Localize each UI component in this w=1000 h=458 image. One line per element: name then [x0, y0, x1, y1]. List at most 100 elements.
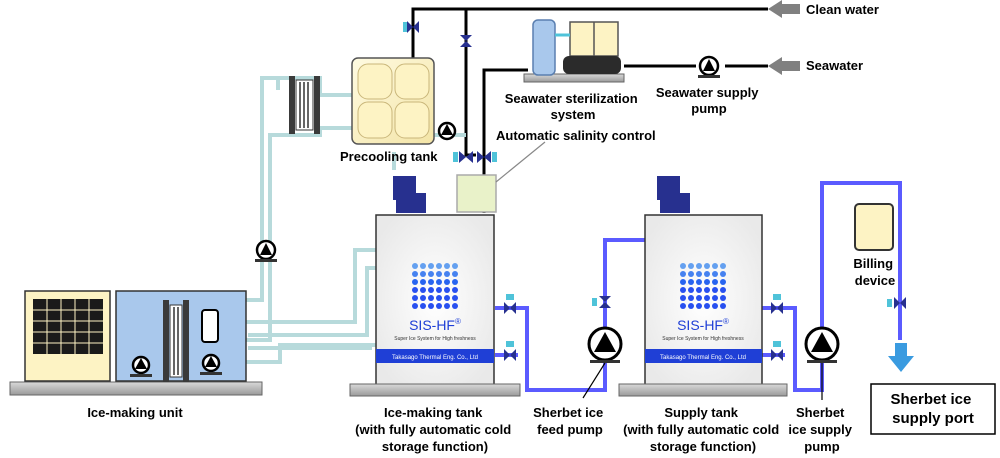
logo-dot	[412, 263, 418, 269]
logo-dot	[452, 295, 458, 301]
unit-pump-icon	[200, 353, 222, 375]
logo-dot	[444, 303, 450, 309]
logo-dot	[436, 271, 442, 277]
logo-dot	[444, 263, 450, 269]
clean-water-arrow	[768, 0, 800, 18]
logo-dot	[680, 287, 686, 293]
logo-dot	[704, 271, 710, 277]
unit-pump-icon	[130, 355, 152, 377]
logo-dot	[436, 279, 442, 285]
logo-dot	[436, 295, 442, 301]
billing-device-label: Billing device	[853, 256, 896, 288]
logo-dot	[412, 303, 418, 309]
logo-dot	[444, 271, 450, 277]
logo-dot	[720, 263, 726, 269]
seawater-sterilization-system	[523, 19, 625, 83]
logo-dot	[428, 271, 434, 277]
logo-dot	[420, 303, 426, 309]
logo-dot	[428, 263, 434, 269]
valve-icon	[504, 294, 516, 314]
sis-logo-text: SIS-HF®	[677, 317, 729, 333]
logo-dot	[452, 279, 458, 285]
logo-dot	[420, 263, 426, 269]
logo-dot	[696, 287, 702, 293]
logo-dot	[704, 295, 710, 301]
logo-dot	[712, 287, 718, 293]
logo-dot	[712, 279, 718, 285]
maker-text: Takasago Thermal Eng. Co., Ltd	[392, 355, 478, 361]
logo-dot	[720, 279, 726, 285]
salinity-control-label: Automatic salinity control	[496, 128, 656, 143]
logo-dot	[412, 287, 418, 293]
seawater-supply-pump-label: Seawater supply pump	[656, 85, 762, 116]
logo-dot	[428, 287, 434, 293]
sis-tagline: Super Ice System for High freshness	[662, 336, 744, 342]
logo-dot	[428, 295, 434, 301]
logo-dot	[720, 295, 726, 301]
seawater-label: Seawater	[806, 58, 863, 73]
logo-dot	[704, 279, 710, 285]
logo-dot	[720, 271, 726, 277]
logo-dot	[412, 295, 418, 301]
logo-dot	[452, 263, 458, 269]
logo-dot	[444, 287, 450, 293]
ice-making-tank-label: Ice-making tank (with fully automatic co…	[355, 405, 515, 454]
valve-icon	[504, 341, 516, 361]
logo-dot	[688, 263, 694, 269]
logo-dot	[712, 271, 718, 277]
billing-device	[854, 203, 894, 251]
sis-logo-text: SIS-HF®	[409, 317, 461, 333]
logo-dot	[436, 303, 442, 309]
logo-dot	[412, 271, 418, 277]
logo-dot	[428, 279, 434, 285]
logo-dot	[420, 271, 426, 277]
logo-dot	[444, 279, 450, 285]
sherbet-ice-supply-port	[870, 383, 996, 435]
valve-icon	[477, 151, 497, 163]
logo-dot	[688, 295, 694, 301]
logo-dot	[696, 295, 702, 301]
logo-dot	[436, 287, 442, 293]
unit-grill	[33, 299, 103, 354]
seawater-supply-pump-icon	[698, 55, 720, 78]
logo-dot	[452, 287, 458, 293]
logo-dot	[412, 279, 418, 285]
logo-dot	[420, 279, 426, 285]
logo-dot	[688, 287, 694, 293]
clean-water-label: Clean water	[806, 2, 879, 17]
logo-dot	[452, 271, 458, 277]
logo-dot	[720, 303, 726, 309]
seawater-arrow	[768, 57, 800, 75]
logo-dot	[688, 303, 694, 309]
valve-icon	[771, 341, 783, 361]
ice-making-tank: SIS-HF® Super Ice System for High freshn…	[349, 176, 521, 397]
supply-tank: SIS-HF® Super Ice System for High freshn…	[618, 176, 788, 397]
valve-icon	[592, 296, 611, 308]
supply-down-arrow	[888, 343, 914, 372]
ice-making-unit-label: Ice-making unit	[87, 405, 183, 420]
heat-exchanger-icon	[289, 76, 320, 134]
precooling-pump-icon	[437, 121, 457, 141]
valve-icon	[403, 21, 419, 33]
logo-dot	[704, 287, 710, 293]
maker-text: Takasago Thermal Eng. Co., Ltd	[660, 355, 746, 361]
logo-dot	[688, 271, 694, 277]
logo-dot	[712, 295, 718, 301]
sherbet-ice-supply-pump-icon	[804, 326, 840, 400]
logo-dot	[704, 303, 710, 309]
logo-dot	[420, 287, 426, 293]
logo-dot	[680, 295, 686, 301]
sis-tagline: Super Ice System for High freshness	[394, 336, 476, 342]
logo-dot	[444, 295, 450, 301]
logo-dot	[712, 263, 718, 269]
logo-dot	[680, 271, 686, 277]
logo-dot	[688, 279, 694, 285]
ice-making-unit	[9, 290, 263, 396]
logo-dot	[452, 303, 458, 309]
logo-dot	[696, 279, 702, 285]
logo-dot	[436, 263, 442, 269]
salinity-control-unit	[456, 141, 546, 213]
logo-dot	[696, 271, 702, 277]
logo-dot	[680, 279, 686, 285]
